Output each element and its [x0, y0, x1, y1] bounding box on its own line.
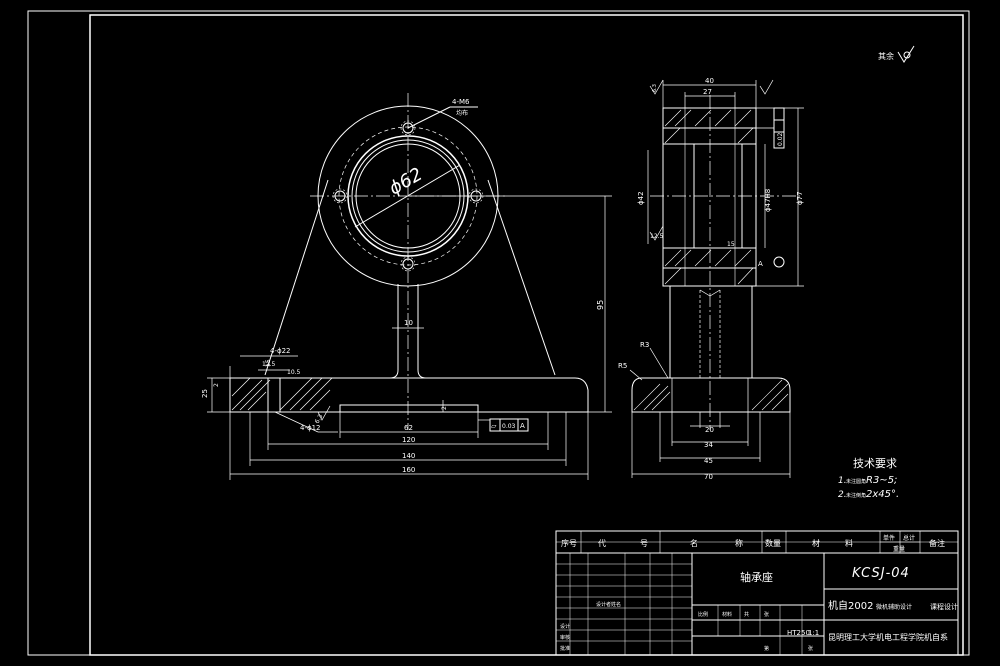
- svg-text:R5: R5: [618, 362, 627, 370]
- svg-text:140: 140: [402, 452, 415, 460]
- svg-text:张: 张: [808, 645, 813, 652]
- title-block-text: 序号 代 号 名 称 数量 材 料 单件 总计 重量 备注 轴承座 KCSJ-0…: [560, 534, 958, 652]
- svg-text:R3: R3: [640, 341, 649, 349]
- svg-text:4-ϕ22: 4-ϕ22: [270, 347, 291, 355]
- svg-text:A: A: [520, 422, 525, 430]
- svg-text:审核: 审核: [560, 634, 570, 641]
- svg-text:张: 张: [764, 611, 769, 618]
- side-view-labels: 6.3 40 27 0.02 ϕ42 ϕ47H8 ϕ77 12.5 15 20 …: [618, 77, 804, 481]
- svg-text:4-M6: 4-M6: [452, 98, 470, 106]
- svg-text:2: 2: [213, 383, 220, 387]
- svg-text:课程设计: 课程设计: [930, 602, 958, 611]
- svg-text:4-ϕ12: 4-ϕ12: [300, 424, 321, 432]
- svg-text:材: 材: [812, 538, 820, 548]
- svg-text:设计者姓名: 设计者姓名: [596, 601, 621, 608]
- outer-frame: [27, 10, 970, 656]
- svg-text:160: 160: [402, 466, 415, 474]
- svg-text:KCSJ-04: KCSJ-04: [852, 566, 910, 581]
- svg-text:HT250: HT250: [787, 629, 810, 637]
- svg-text:ϕ42: ϕ42: [637, 191, 645, 205]
- svg-text:2.: 2.: [838, 490, 847, 500]
- svg-text:号: 号: [640, 539, 648, 548]
- svg-text:20: 20: [705, 426, 714, 434]
- svg-text:未注倒角: 未注倒角: [846, 492, 866, 499]
- svg-text:第: 第: [764, 645, 769, 652]
- technical-requirements: 技术要求 1. 未注圆角 R3~5; 2. 未注倒角 2x45°.: [838, 457, 899, 500]
- svg-text:技术要求: 技术要求: [853, 457, 897, 470]
- svg-text:材料: 材料: [722, 611, 732, 618]
- svg-text:2: 2: [441, 406, 448, 410]
- svg-text:62: 62: [404, 424, 413, 432]
- svg-text:总计: 总计: [903, 534, 915, 542]
- svg-text:45: 45: [704, 457, 713, 465]
- svg-text:34: 34: [704, 441, 713, 449]
- svg-text:0.03: 0.03: [502, 423, 516, 430]
- svg-text:代: 代: [598, 538, 606, 548]
- svg-text:ϕ47H8: ϕ47H8: [764, 189, 772, 212]
- svg-text:⏥: ⏥: [491, 422, 497, 430]
- svg-text:称: 称: [735, 538, 743, 548]
- svg-text:1:1: 1:1: [808, 629, 819, 637]
- svg-text:6.3: 6.3: [652, 84, 658, 92]
- svg-text:25: 25: [201, 389, 209, 398]
- svg-text:均布: 均布: [456, 109, 468, 117]
- svg-text:ϕ77: ϕ77: [796, 191, 804, 205]
- svg-text:序号: 序号: [561, 538, 577, 548]
- svg-text:15: 15: [727, 241, 735, 248]
- svg-text:比例: 比例: [698, 611, 708, 618]
- svg-text:单件: 单件: [883, 534, 895, 542]
- svg-text:备注: 备注: [929, 538, 945, 548]
- svg-text:120: 120: [402, 436, 415, 444]
- roughness-note: 其余: [878, 45, 915, 63]
- svg-text:料: 料: [845, 538, 853, 548]
- svg-text:微机辅助设计: 微机辅助设计: [876, 603, 912, 611]
- svg-text:轴承座: 轴承座: [740, 570, 773, 584]
- title-block: [555, 530, 959, 656]
- svg-text:40: 40: [705, 77, 714, 85]
- svg-text:12.5: 12.5: [650, 233, 664, 240]
- svg-text:70: 70: [704, 473, 713, 481]
- svg-text:10: 10: [404, 319, 413, 327]
- svg-text:95: 95: [596, 300, 605, 310]
- svg-text:机自2002: 机自2002: [828, 599, 873, 612]
- svg-text:10.5: 10.5: [287, 369, 301, 376]
- svg-text:共: 共: [744, 611, 749, 618]
- svg-text:名: 名: [690, 538, 698, 548]
- front-view: [207, 93, 612, 480]
- inner-frame: [89, 14, 964, 656]
- svg-text:6.3: 6.3: [314, 413, 325, 425]
- svg-text:A: A: [758, 260, 763, 268]
- svg-text:1.: 1.: [838, 476, 847, 486]
- svg-text:昆明理工大学机电工程学院机自系: 昆明理工大学机电工程学院机自系: [828, 632, 948, 642]
- svg-text:设计: 设计: [560, 623, 570, 630]
- svg-text:批准: 批准: [560, 645, 570, 652]
- svg-text:R3~5;: R3~5;: [866, 475, 897, 486]
- svg-text:重量: 重量: [893, 545, 905, 553]
- svg-text:ϕ62: ϕ62: [386, 164, 427, 200]
- svg-text:未注圆角: 未注圆角: [846, 478, 866, 485]
- svg-text:0.02: 0.02: [777, 132, 784, 146]
- svg-text:2x45°.: 2x45°.: [866, 489, 899, 500]
- svg-text:27: 27: [703, 88, 712, 96]
- side-view: [629, 79, 804, 478]
- svg-text:数量: 数量: [765, 538, 781, 548]
- svg-text:其余: 其余: [878, 51, 894, 61]
- svg-text:15: 15: [265, 359, 272, 367]
- svg-text:12.5: 12.5: [262, 361, 276, 368]
